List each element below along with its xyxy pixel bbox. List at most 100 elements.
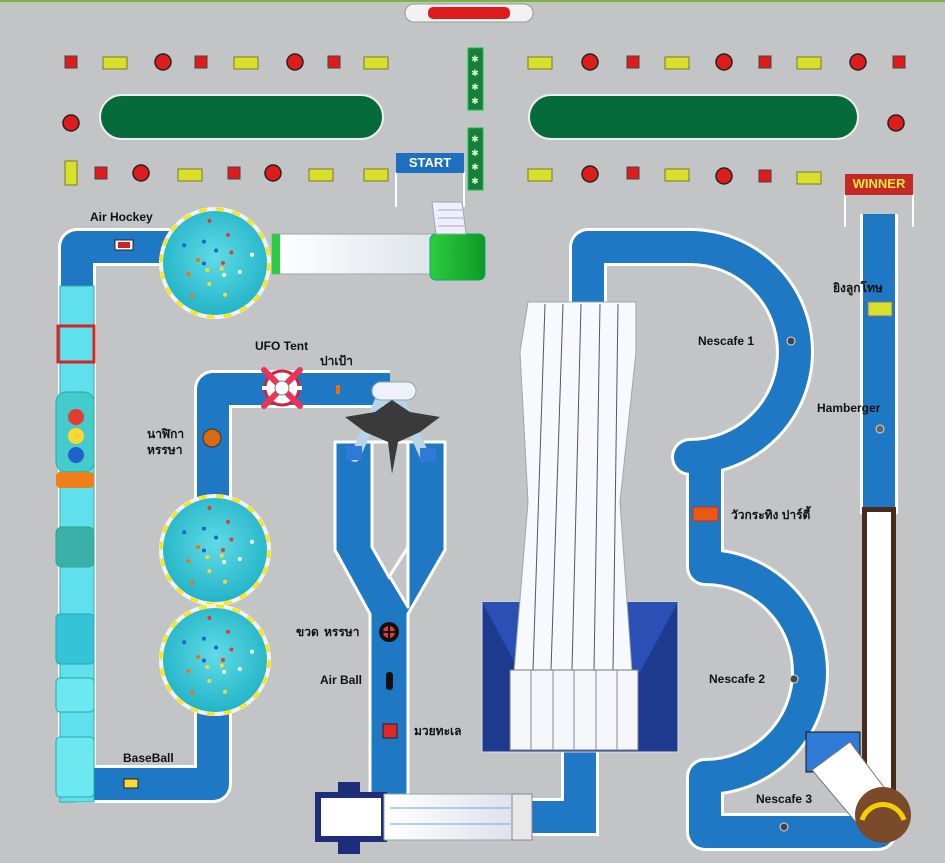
entrance-barrier <box>404 3 534 23</box>
red-round-stool-icon <box>887 114 905 132</box>
air-hockey-label: Air Hockey <box>90 210 153 224</box>
pool-ball <box>201 636 206 641</box>
red-square-stool-icon <box>758 55 772 69</box>
pool-ball <box>205 554 210 559</box>
red-square-stool-icon <box>64 55 78 69</box>
green-area-left <box>99 94 384 140</box>
svg-text:✱: ✱ <box>471 162 479 172</box>
pool-ball <box>229 537 234 542</box>
pool-ball <box>250 252 255 257</box>
ball-pool-lower <box>159 604 271 716</box>
pool-ball <box>214 535 219 540</box>
yellow-bench-icon <box>177 168 203 182</box>
baseball-label: BaseBall <box>123 751 174 765</box>
cow-party-label: วัวกระทิง ปาร์ตี้ <box>731 508 811 522</box>
pool-ball <box>189 580 194 585</box>
hamberger-marker <box>875 424 885 434</box>
air-ball-label: Air Ball <box>320 673 363 687</box>
pool-ball <box>201 239 206 244</box>
pool-ball <box>237 667 242 672</box>
red-square-stool-icon <box>892 55 906 69</box>
ball-pool-upper <box>159 494 271 606</box>
pool-ball <box>223 689 228 694</box>
nescafe3-label: Nescafe 3 <box>756 792 813 806</box>
svg-text:✱: ✱ <box>471 82 479 92</box>
pool-ball <box>222 669 227 674</box>
green-area-right <box>528 94 859 140</box>
red-square-stool-icon <box>194 55 208 69</box>
ufo-icon <box>261 367 303 409</box>
tree-planter-icon: ✱ ✱ ✱ ✱ <box>467 127 484 191</box>
watch-game-label-1: นาฬิกา <box>147 427 185 441</box>
yellow-bench-icon <box>796 56 822 70</box>
dragon-icon <box>345 381 440 474</box>
pool-ball <box>189 690 194 695</box>
nescafe2-label: Nescafe 2 <box>709 672 766 686</box>
finish-slide <box>805 731 911 843</box>
nescafe1-label: Nescafe 1 <box>698 334 755 348</box>
dart-marker <box>336 385 340 394</box>
yellow-bench-icon <box>363 56 389 70</box>
pool-ball <box>223 292 228 297</box>
pool-ball <box>189 293 194 298</box>
tree-planter-icon: ✱ ✱ ✱ ✱ <box>467 47 484 111</box>
obstacle-column <box>55 285 96 803</box>
y-track <box>333 440 447 799</box>
svg-text:✱: ✱ <box>471 176 479 186</box>
pool-ball <box>186 271 191 276</box>
pool-ball <box>237 270 242 275</box>
red-round-stool-icon <box>849 53 867 71</box>
boxing-marker <box>382 723 398 739</box>
svg-text:✱: ✱ <box>471 68 479 78</box>
pool-ball <box>226 232 231 237</box>
cow-party-marker <box>692 506 719 522</box>
pool-ball <box>207 282 212 287</box>
svg-text:✱: ✱ <box>471 134 479 144</box>
pool-ball <box>207 679 212 684</box>
pool-ball <box>205 267 210 272</box>
pool-ball <box>219 663 224 668</box>
pool-ball <box>182 243 187 248</box>
red-round-stool-icon <box>715 53 733 71</box>
pool-ball <box>223 579 228 584</box>
yellow-bench-icon <box>308 168 334 182</box>
red-round-stool-icon <box>132 164 150 182</box>
pool-ball <box>207 218 212 223</box>
nescafe3-marker <box>779 822 789 832</box>
red-square-stool-icon <box>327 55 341 69</box>
winner-lane <box>860 214 898 812</box>
watch-game-marker <box>202 428 222 448</box>
svg-text:✱: ✱ <box>471 54 479 64</box>
red-square-stool-icon <box>94 166 108 180</box>
start-sign <box>395 153 465 207</box>
pool-ball <box>221 548 225 552</box>
pool-ball <box>214 248 219 253</box>
yellow-bench-icon <box>527 168 553 182</box>
pool-ball <box>229 647 234 652</box>
pool-ball <box>226 519 231 524</box>
bottle-label-1: ขวด <box>296 625 319 639</box>
red-round-stool-icon <box>715 167 733 185</box>
red-square-stool-icon <box>626 55 640 69</box>
air-hockey-pool <box>159 207 271 319</box>
bottom-connector <box>525 747 599 836</box>
pool-ball <box>250 539 255 544</box>
yellow-bench-icon <box>664 168 690 182</box>
pool-ball <box>207 615 212 620</box>
winner-sign <box>844 174 914 227</box>
pool-ball <box>201 658 206 663</box>
bottle-game-marker <box>379 622 399 642</box>
yellow-bench-icon <box>796 171 822 185</box>
pool-ball <box>219 266 224 271</box>
pool-ball <box>207 505 212 510</box>
nescafe1-marker <box>786 336 796 346</box>
pool-ball <box>226 629 231 634</box>
penalty-label: ยิงลูกโทษ <box>833 281 883 295</box>
pool-ball <box>201 261 206 266</box>
boxing-label: มวยทะเล <box>414 724 462 738</box>
pool-ball <box>207 569 212 574</box>
watch-game-label-2: หรรษา <box>147 443 183 457</box>
red-round-stool-icon <box>154 53 172 71</box>
pool-ball <box>196 258 201 263</box>
